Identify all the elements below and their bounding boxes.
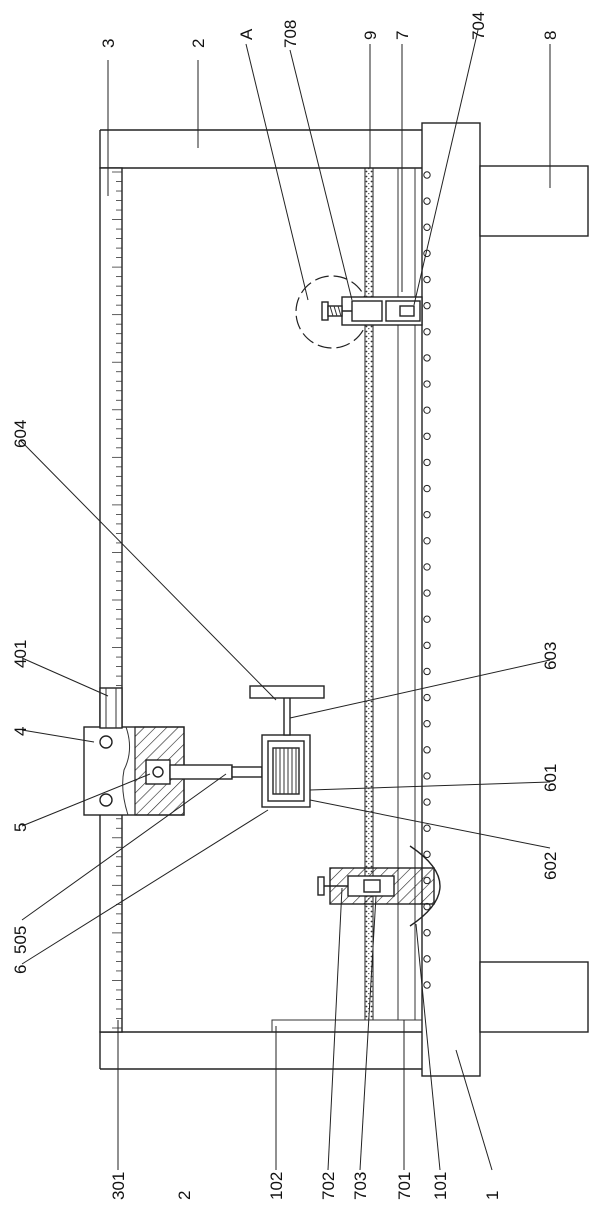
label-704: 704	[469, 12, 488, 40]
roller	[424, 172, 430, 178]
label-604: 604	[11, 420, 30, 448]
roller	[424, 564, 430, 570]
label-1: 1	[483, 1191, 502, 1200]
roller	[424, 799, 430, 805]
frame-top	[100, 130, 422, 168]
label-6: 6	[11, 965, 30, 974]
label-102: 102	[267, 1172, 286, 1200]
roller	[424, 355, 430, 361]
label-603: 603	[541, 642, 560, 670]
roller	[424, 825, 430, 831]
label-701: 701	[395, 1172, 414, 1200]
roller	[424, 721, 430, 727]
label-601: 601	[541, 764, 560, 792]
roller	[424, 224, 430, 230]
roller	[424, 511, 430, 517]
roller	[424, 538, 430, 544]
label-703: 703	[351, 1172, 370, 1200]
roller	[424, 642, 430, 648]
label-9: 9	[361, 31, 380, 40]
label-505: 505	[11, 926, 30, 954]
roller	[424, 381, 430, 387]
roller	[424, 668, 430, 674]
frame-bottom	[100, 1032, 422, 1069]
motor-core	[273, 748, 299, 794]
bolt-hole-2	[100, 794, 112, 806]
connecting-arm-2	[232, 767, 262, 777]
foot-bottom	[480, 962, 588, 1032]
roller	[424, 982, 430, 988]
label-602: 602	[541, 852, 560, 880]
roller	[424, 198, 430, 204]
roller	[424, 773, 430, 779]
roller	[424, 433, 430, 439]
label-101: 101	[431, 1172, 450, 1200]
roller	[424, 407, 430, 413]
foot-top	[480, 166, 588, 236]
label-8: 8	[541, 31, 560, 40]
base-plate	[422, 123, 480, 1076]
roller	[424, 694, 430, 700]
label-4: 4	[11, 727, 30, 736]
label-708: 708	[281, 20, 300, 48]
roller	[424, 276, 430, 282]
handle-disc	[250, 686, 324, 698]
label-2-bottom: 2	[175, 1191, 194, 1200]
label-301: 301	[109, 1172, 128, 1200]
roller	[424, 302, 430, 308]
bolt-hole-1	[100, 736, 112, 748]
label-7: 7	[393, 31, 412, 40]
label-702: 702	[319, 1172, 338, 1200]
roller	[424, 329, 430, 335]
roller	[424, 485, 430, 491]
roller	[424, 956, 430, 962]
label-3: 3	[99, 39, 118, 48]
side-plate	[272, 1020, 422, 1032]
roller	[424, 747, 430, 753]
roller	[424, 590, 430, 596]
roller	[424, 459, 430, 465]
roller	[424, 930, 430, 936]
label-a: A	[237, 28, 256, 40]
label-401: 401	[11, 640, 30, 668]
roller	[424, 616, 430, 622]
label-2-top: 2	[189, 39, 208, 48]
shaft	[284, 697, 290, 735]
label-5: 5	[11, 823, 30, 832]
